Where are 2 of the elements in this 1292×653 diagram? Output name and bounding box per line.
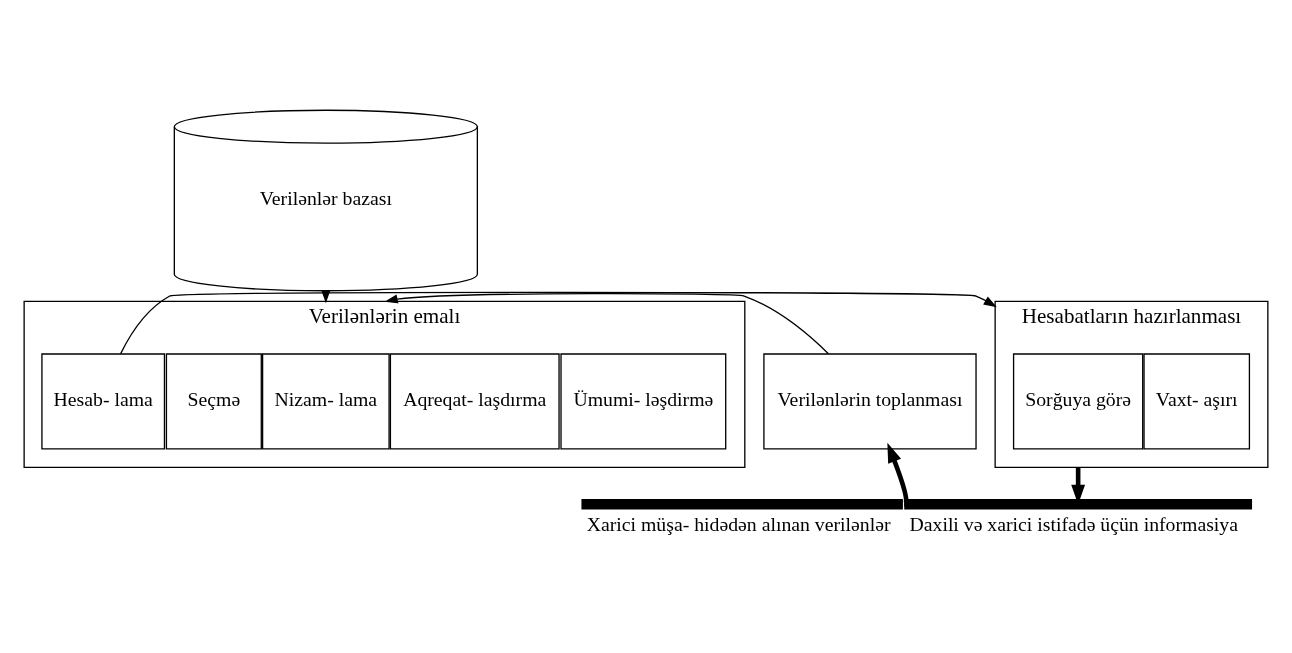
node-label: Xarici müşa- hidədən alınan verilənlər (586, 512, 891, 535)
node-label: Daxili və xarici istifadə üçün informasiya (909, 512, 1239, 535)
